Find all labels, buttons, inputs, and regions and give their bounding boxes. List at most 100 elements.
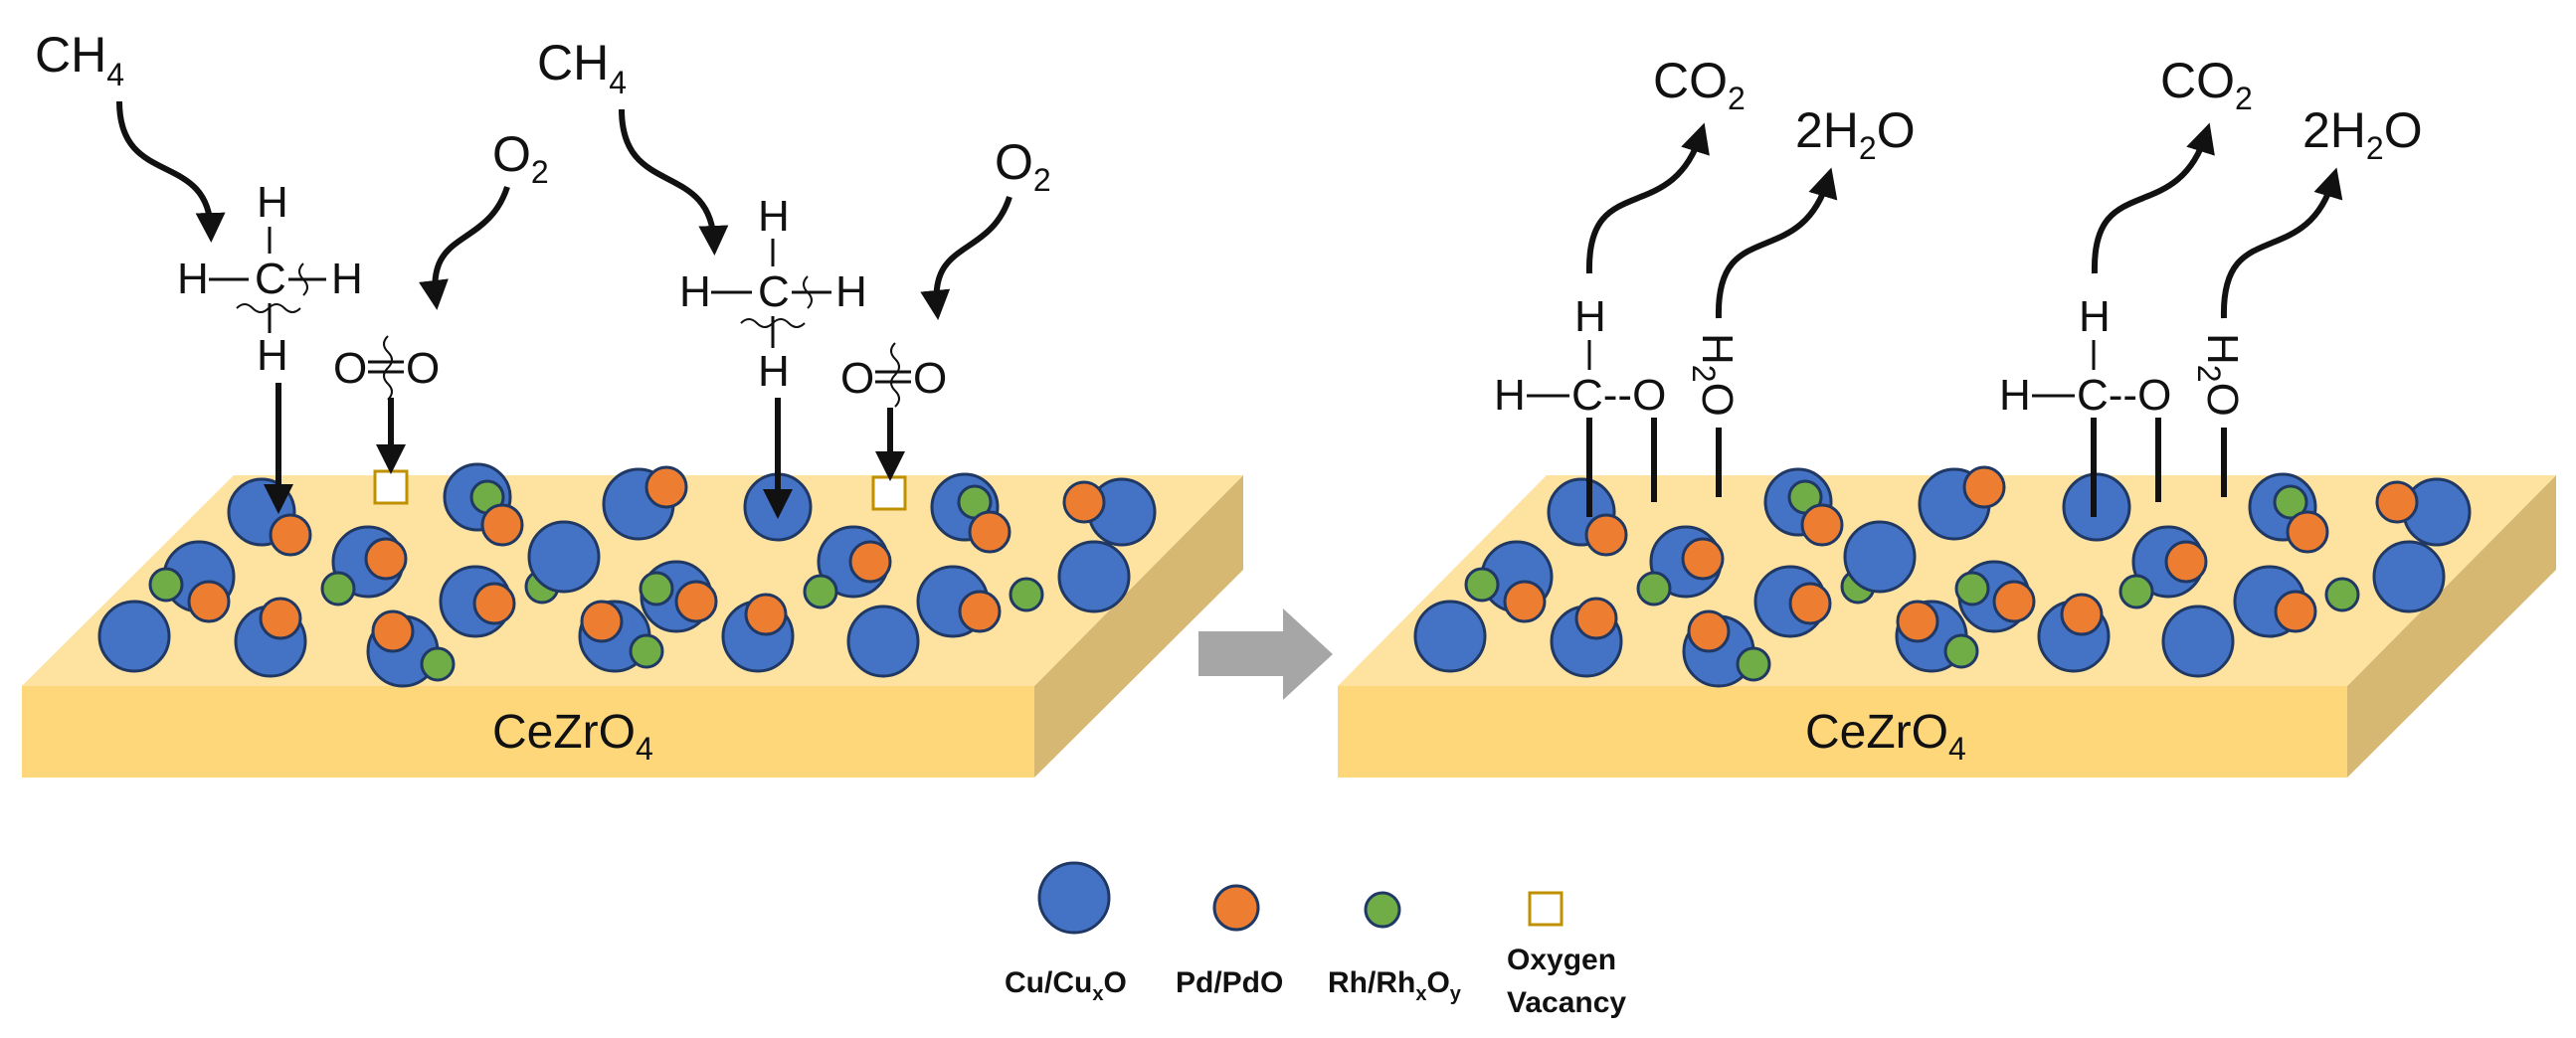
cu-particle (1413, 600, 1487, 673)
right-slab-side (2347, 475, 2556, 778)
legend-rh-label: Rh/RhxOy (1328, 966, 1462, 1005)
cu-particle (2161, 605, 2235, 678)
pd-particle (1574, 597, 1618, 640)
co2-label: CO2 (1653, 53, 1746, 116)
process-arrow (1198, 608, 1333, 700)
rh-particle (148, 567, 184, 603)
legend-vacancy-swatch (1528, 891, 1564, 927)
pd-particle (2274, 590, 2317, 633)
pd-particle (1062, 480, 1106, 524)
bond-break-mark (740, 318, 806, 328)
atom-h: H (1574, 292, 1606, 341)
legend-vacancy-label-2: Vacancy (1507, 986, 1626, 1019)
rh-particle (2118, 574, 2154, 609)
pd-particle (371, 609, 415, 653)
oxygen-vacancy (373, 469, 409, 505)
legend-cu-label: Cu/CuxO (1005, 966, 1127, 1005)
legend-cu-swatch (1037, 861, 1111, 935)
rh-particle (1636, 571, 1672, 606)
pd-particle (364, 537, 408, 581)
atom-o: O (406, 344, 440, 393)
pd-particle (848, 540, 892, 584)
pd-particle (1503, 580, 1547, 623)
curved-arrow (2091, 122, 2215, 274)
pd-particle (1992, 580, 2036, 623)
atom-h: H (2079, 292, 2111, 341)
right-slab-front (1338, 686, 2347, 778)
curved-arrow (1585, 122, 1710, 274)
pd-particle (958, 590, 1002, 633)
atom-o: O (913, 354, 947, 403)
atom-o: O (840, 354, 874, 403)
curved-arrow (116, 100, 226, 243)
left-support-label: CeZrO4 (492, 706, 653, 767)
pd-particle (2164, 540, 2208, 584)
atom-h: H (331, 255, 363, 303)
rh-particle (1943, 633, 1979, 669)
legend-pd-swatch (1212, 884, 1260, 932)
atom-c: C (758, 267, 790, 316)
water-vertical: H2O (1686, 333, 1742, 417)
cu-particle (1057, 540, 1131, 613)
atom-h: H (1999, 371, 2031, 420)
right-particles (1413, 465, 2472, 688)
rh-particle (1009, 577, 1044, 612)
pd-particle (480, 503, 524, 547)
oxygen-vacancy (871, 475, 907, 511)
rh-particle (320, 571, 356, 606)
rh-particle (1736, 646, 1771, 682)
atom-h: H (257, 331, 288, 380)
c-o-bond: C--O (2077, 371, 2171, 420)
bond-break-mark (803, 275, 813, 309)
left-slab-front (22, 686, 1034, 778)
bond-break-mark (236, 303, 301, 313)
water-vertical: H2O (2191, 333, 2247, 417)
right-support-label: CeZrO4 (1805, 706, 1966, 767)
atom-c: C (255, 255, 286, 303)
legend-pd-label: Pd/PdO (1176, 966, 1283, 999)
cu-particle (97, 600, 171, 673)
bond-break-mark (890, 342, 900, 408)
curved-arrow (419, 186, 510, 310)
pd-particle (744, 593, 788, 636)
curved-arrow (2220, 167, 2343, 319)
pd-particle (644, 465, 688, 509)
methane-label: CH4 (537, 35, 627, 100)
legend-vacancy-label: Oxygen (1507, 944, 1616, 976)
pd-particle (472, 582, 516, 625)
atom-h: H (758, 192, 790, 241)
left-slab-side (1034, 475, 1243, 778)
rh-particle (629, 633, 664, 669)
oxygen-label: O2 (995, 134, 1051, 198)
pd-particle (2286, 510, 2329, 554)
curved-arrow (619, 108, 729, 256)
bond-break-mark (383, 335, 393, 401)
rh-particle (2273, 484, 2308, 520)
atom-o: O (333, 344, 367, 393)
bond-break-mark (298, 262, 308, 296)
pd-particle (2375, 480, 2419, 524)
pd-particle (1584, 513, 1628, 557)
pd-particle (580, 600, 624, 643)
atom-h: H (758, 347, 790, 396)
pd-particle (1800, 503, 1844, 547)
rh-particle (420, 646, 456, 682)
legend: Cu/CuxO Pd/PdO Rh/RhxOy Oxygen Vacancy (1005, 861, 1626, 1019)
curved-arrow (1715, 167, 1838, 319)
right-slab-top (1338, 475, 2556, 686)
curved-arrow (920, 196, 1012, 320)
cu-particle (2372, 540, 2446, 613)
cu-particle (846, 605, 920, 678)
atom-h: H (679, 267, 711, 316)
water-label: 2H2O (2302, 102, 2423, 166)
atom-h: H (1494, 371, 1526, 420)
pd-particle (1896, 600, 1939, 643)
c-o-bond: C--O (1571, 371, 1666, 420)
rh-particle (1464, 567, 1500, 603)
oxygen-label: O2 (492, 126, 549, 190)
methane-label: CH4 (35, 27, 124, 92)
atom-h: H (177, 255, 209, 303)
pd-particle (1687, 609, 1731, 653)
rh-particle (803, 574, 838, 609)
